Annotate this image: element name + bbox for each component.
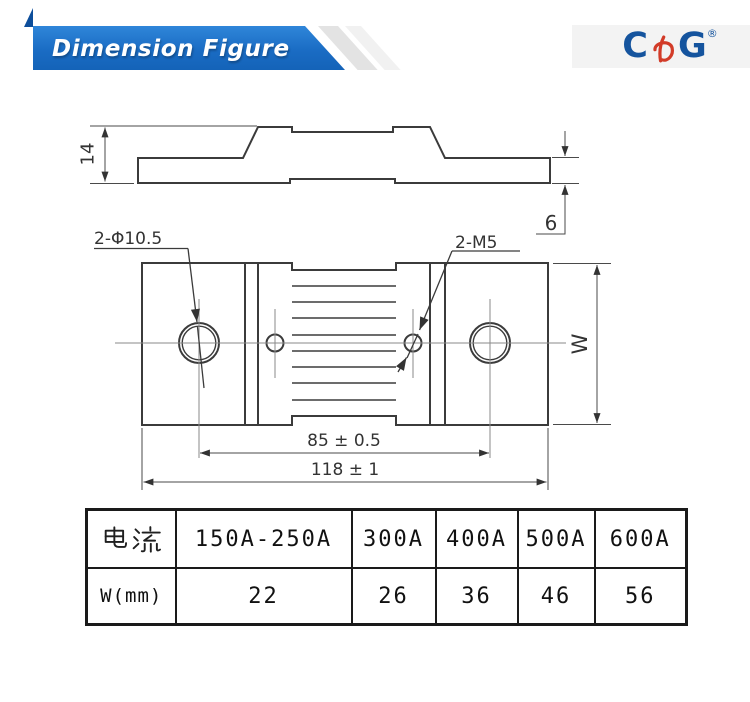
dim-label-height-14: 14 [77, 142, 99, 166]
spec-table-container: 150A-250A 300A 400A 500A 600A W(mm) 22 2… [85, 508, 688, 626]
banner-corner-accent [24, 8, 33, 27]
table-header-current [85, 508, 177, 569]
current-cell: 500A [516, 508, 596, 569]
page-title: Dimension Figure [52, 36, 290, 62]
leaders [94, 247, 520, 389]
top-view-dimensions [141, 263, 611, 490]
screw-callout-label: 2-M5 [455, 233, 498, 253]
brand-logo: C G ® [572, 25, 750, 68]
dim-label-overall-length: 118 ± 1 [310, 460, 380, 480]
dim-label-hole-pitch: 85 ± 0.5 [307, 431, 381, 451]
title-banner: Dimension Figure [33, 26, 345, 70]
width-cell: 46 [516, 567, 596, 626]
side-view [137, 126, 551, 184]
current-range-cell: 150A-250A [174, 508, 353, 569]
cjk-dianliu-glyphs [104, 525, 162, 553]
hole-callout-label: 2-Φ10.5 [94, 229, 163, 249]
table-row-current: 150A-250A 300A 400A 500A 600A [85, 508, 688, 569]
width-cell: 56 [593, 567, 688, 626]
dim-label-width-w: W [568, 333, 592, 355]
current-cell: 400A [434, 508, 519, 569]
spec-table: 150A-250A 300A 400A 500A 600A W(mm) 22 2… [85, 508, 688, 626]
table-row-width: W(mm) 22 26 36 46 56 [85, 567, 688, 626]
current-cell: 300A [350, 508, 437, 569]
logo-letter-c: C [622, 26, 648, 66]
logo-no-glyph [653, 34, 674, 63]
registered-mark: ® [706, 27, 718, 40]
resistance-strips [292, 285, 396, 401]
current-cell: 600A [593, 508, 688, 569]
table-header-width: W(mm) [85, 567, 177, 626]
width-cell: 22 [174, 567, 353, 626]
dim-label-thickness-6: 6 [544, 211, 558, 235]
top-view [141, 262, 549, 426]
width-cell: 26 [350, 567, 437, 626]
side-view-dimensions [90, 125, 579, 235]
logo-letter-g: G [677, 26, 707, 66]
width-cell: 36 [434, 567, 519, 626]
